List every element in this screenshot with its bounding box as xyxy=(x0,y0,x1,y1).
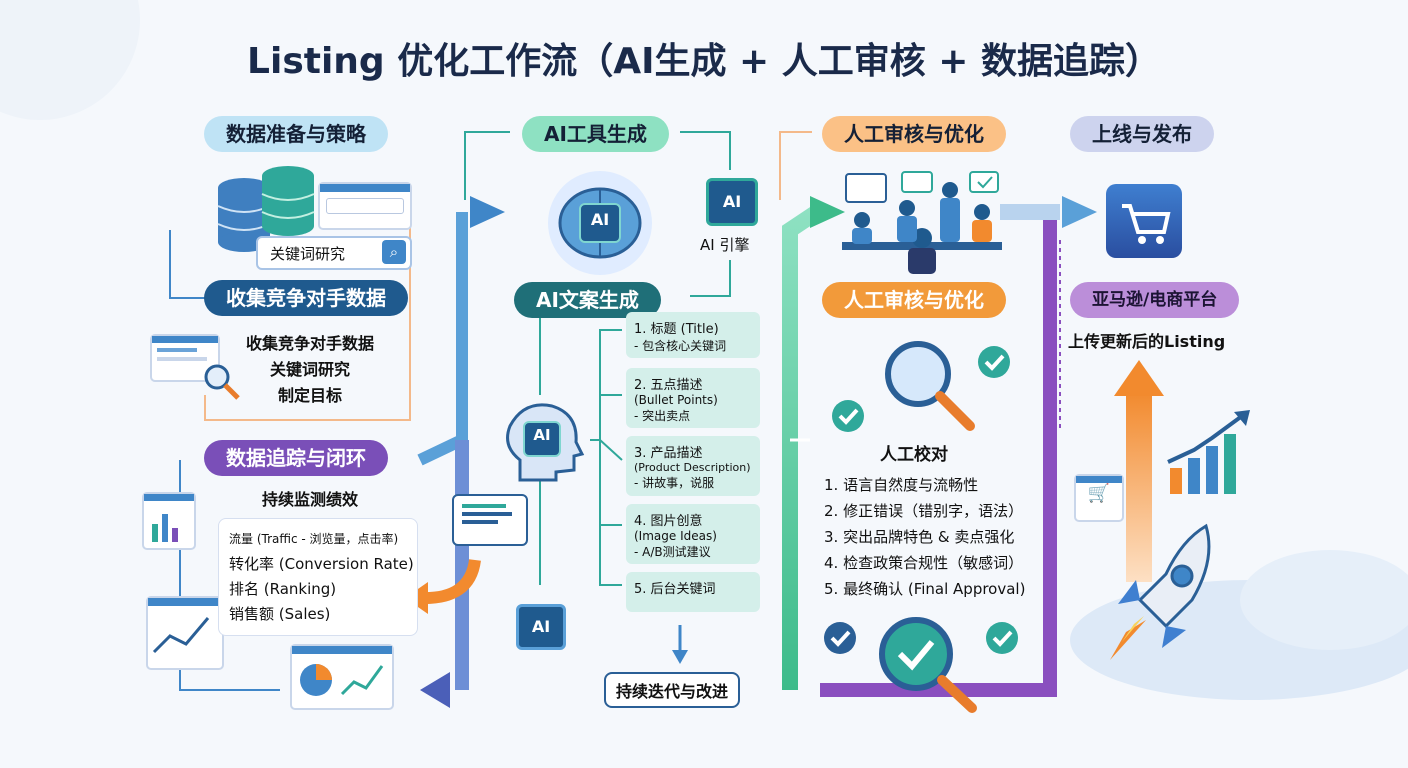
step-title-heading: 1. 标题 (Title) xyxy=(634,322,719,337)
keyword-search-label: 关键词研究 xyxy=(270,245,346,263)
ai-brain-chip-label: AI xyxy=(590,210,610,229)
report-window-icon xyxy=(150,334,220,382)
tracking-subtitle: 持续监测绩效 xyxy=(261,490,358,509)
check-item-5: 5. 最终确认 (Final Approval) xyxy=(824,580,1026,598)
doc-chat-icon xyxy=(452,494,528,546)
step-title-line-1: - 包含核心关键词 xyxy=(634,339,727,353)
search-icon: ⌕ xyxy=(382,240,406,264)
platform-badge: 亚马逊/电商平台 xyxy=(1070,282,1240,318)
final-approval-magnifier-icon xyxy=(879,617,977,713)
check-item-3: 3. 突出品牌特色 & 卖点强化 xyxy=(824,528,1015,546)
bar-chart-window-icon xyxy=(142,492,196,550)
step-backend-heading: 5. 后台关键词 xyxy=(634,582,716,597)
section-ai-copy: AI文案生成 xyxy=(514,282,661,318)
step-description-heading: 3. 产品描述 xyxy=(634,446,703,461)
ai-chip-icon: AI xyxy=(706,178,758,226)
check-item-4: 4. 检查政策合规性（敏感词） xyxy=(824,554,1024,572)
ai-head-chip-label: AI xyxy=(533,426,551,444)
metric-ranking: 排名 (Ranking) xyxy=(229,580,337,598)
metric-conversion: 转化率 (Conversion Rate) xyxy=(229,555,414,573)
step-description-line-2: - 讲故事，说服 xyxy=(634,476,715,490)
prep-item-1: 收集竞争对手数据 xyxy=(245,334,374,353)
magnifier-icon xyxy=(204,364,240,400)
step-images-line-1: (Image Ideas) xyxy=(634,529,717,543)
check-badge-icon xyxy=(986,622,1018,654)
check-item-1: 1. 语言自然度与流畅性 xyxy=(824,476,979,494)
step-description-line-1: (Product Description) xyxy=(634,461,751,474)
pie-chart-window-icon xyxy=(290,644,394,710)
ai-brain-icon xyxy=(548,171,652,275)
step-bullets: 2. 五点描述 (Bullet Points) - 突出卖点 xyxy=(626,368,760,428)
section-human-review: 人工审核与优化 xyxy=(822,116,1006,152)
section-data-prep: 数据准备与策略 xyxy=(204,116,388,152)
ai-head-icon xyxy=(506,403,585,482)
upload-label: 上传更新后的Listing xyxy=(1068,332,1226,351)
database-icon xyxy=(217,166,315,252)
step-bullets-line-2: - 突出卖点 xyxy=(634,409,691,423)
step-bullets-line-1: (Bullet Points) xyxy=(634,393,718,407)
step-description: 3. 产品描述 (Product Description) - 讲故事，说服 xyxy=(626,436,760,496)
growth-chart-icon xyxy=(1167,410,1250,494)
iterate-badge: 持续迭代与改进 xyxy=(604,672,741,708)
rocket-icon xyxy=(1110,523,1211,660)
browser-window-icon xyxy=(318,182,412,230)
metric-sales: 销售额 (Sales) xyxy=(229,605,331,623)
keyword-search-bar[interactable]: 关键词研究 ⌕ xyxy=(256,236,412,270)
section-human-review-sub: 人工审核与优化 xyxy=(822,282,1006,318)
prep-item-2: 关键词研究 xyxy=(269,360,350,379)
section-tracking: 数据追踪与闭环 xyxy=(204,440,388,476)
check-badge-icon xyxy=(824,622,856,654)
step-bullets-heading: 2. 五点描述 xyxy=(634,378,703,393)
line-chart-window-icon xyxy=(146,596,224,670)
check-badge-icon xyxy=(978,346,1010,378)
step-backend-keywords: 5. 后台关键词 xyxy=(626,572,760,612)
step-title: 1. 标题 (Title) - 包含核心关键词 xyxy=(626,312,760,358)
page-title: Listing 优化工作流（AI生成 + 人工审核 + 数据追踪） xyxy=(247,41,1161,82)
metric-traffic: 流量 (Traffic - 浏览量，点击率) xyxy=(229,532,399,546)
proofread-title: 人工校对 xyxy=(880,445,948,465)
section-ai-tools: AI工具生成 xyxy=(522,116,669,152)
review-magnifier-icon xyxy=(885,341,975,431)
section-competitor-data: 收集竞争对手数据 xyxy=(204,280,408,316)
cart-icon xyxy=(1106,184,1182,258)
step-images: 4. 图片创意 (Image Ideas) - A/B测试建议 xyxy=(626,504,760,564)
ai-engine-label: AI 引擎 xyxy=(700,236,750,254)
step-images-line-2: - A/B测试建议 xyxy=(634,545,711,559)
team-meeting-icon xyxy=(842,171,1002,274)
section-launch: 上线与发布 xyxy=(1070,116,1214,152)
metrics-panel: 流量 (Traffic - 浏览量，点击率) 转化率 (Conversion R… xyxy=(218,518,418,636)
step-images-heading: 4. 图片创意 xyxy=(634,514,703,529)
ai-chip-small-icon: AI xyxy=(516,604,566,650)
prep-item-3: 制定目标 xyxy=(277,386,342,405)
store-window-icon: 🛒 xyxy=(1074,474,1124,522)
check-badge-icon xyxy=(832,400,864,432)
check-item-2: 2. 修正错误（错别字，语法） xyxy=(824,502,1024,520)
